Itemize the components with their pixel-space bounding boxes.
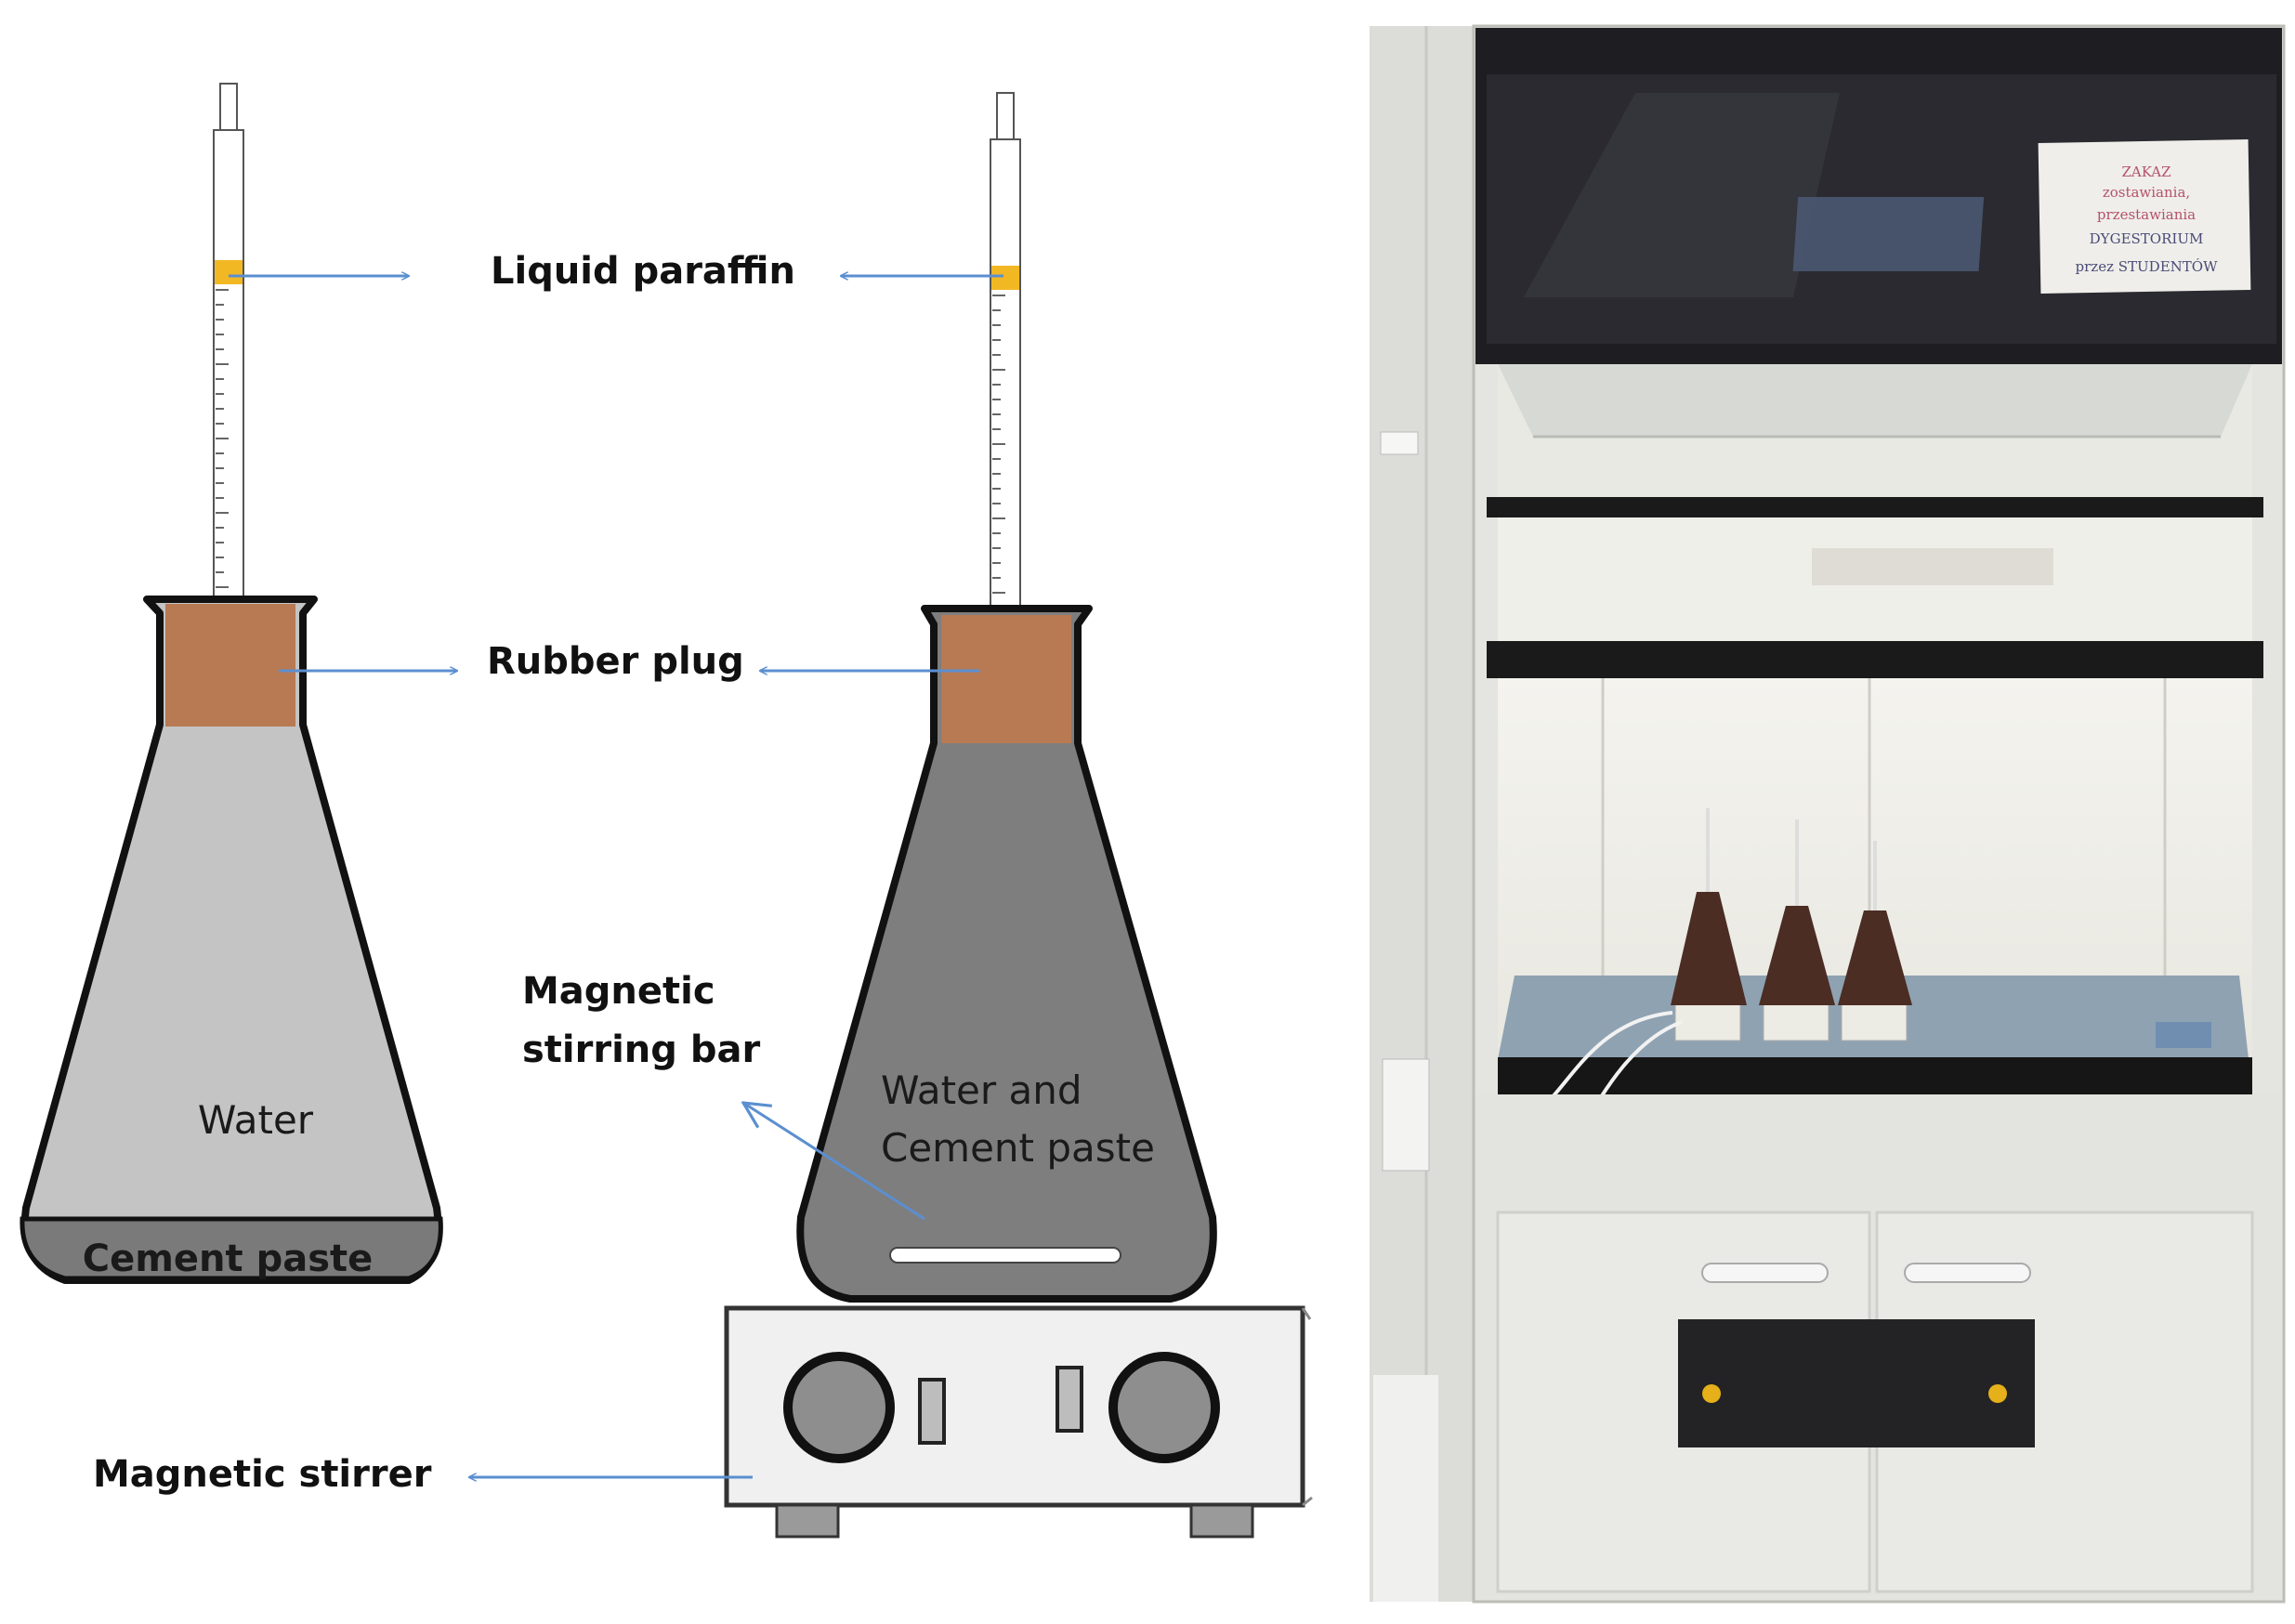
label-rubber-plug: Rubber plug: [487, 640, 744, 683]
mixture-label-line1: Water and: [881, 1067, 1082, 1113]
left-cement-label: Cement paste: [83, 1238, 374, 1280]
photo-flasks: [1671, 808, 1912, 1041]
right-rubber-plug: [941, 615, 1071, 743]
right-flask-assembly: Water and Cement paste: [796, 92, 1217, 1303]
stirrer-right-switch: [1056, 1366, 1083, 1433]
svg-text:zostawiania,: zostawiania,: [2103, 184, 2190, 201]
right-graduated-tube: [990, 92, 1021, 614]
arrow-stirring-bar: [743, 1103, 925, 1221]
label-magnetic-stirring-bar-line1: Magnetic: [522, 970, 715, 1013]
left-rubber-plug: [165, 604, 295, 727]
hood-warning-sign: [2038, 139, 2251, 294]
left-water-label: Water: [198, 1097, 314, 1143]
label-magnetic-stirrer: Magnetic stirrer: [93, 1453, 432, 1496]
right-tube-graduations: [992, 295, 1005, 594]
stirrer-left-switch: [918, 1378, 946, 1445]
left-graduated-tube: [213, 83, 244, 614]
magnetic-stirrer-device: [724, 1305, 1313, 1539]
cabinet-label-left: [1678, 1319, 1864, 1447]
right-paraffin-layer: [991, 266, 1019, 290]
label-liquid-paraffin: Liquid paraffin: [491, 250, 795, 293]
annotation-arrows: [229, 276, 1003, 1477]
label-magnetic-stirring-bar-line2: stirring bar: [522, 1028, 760, 1071]
svg-text:ZAKAZ: ZAKAZ: [2121, 164, 2170, 180]
right-flask-glass: [796, 605, 1217, 1303]
left-paraffin-layer: [215, 260, 243, 284]
stirrer-left-knob-icon: [783, 1352, 895, 1463]
left-cement-layer: [20, 1216, 443, 1281]
left-tube-graduations: [216, 289, 229, 588]
magnetic-stirring-bar: [889, 1247, 1121, 1264]
fume-hood-photo: ZAKAZ zostawiania, przestawiania DYGESTO…: [1370, 24, 2286, 1604]
mixture-label-line2: Cement paste: [881, 1125, 1155, 1171]
left-flask-assembly: Water Cement paste: [20, 83, 443, 1284]
svg-text:przestawiania: przestawiania: [2097, 206, 2196, 223]
stirrer-right-knob-icon: [1108, 1352, 1220, 1463]
svg-text:DYGESTORIUM: DYGESTORIUM: [2090, 230, 2204, 247]
cabinet-label-right: [1858, 1319, 2035, 1447]
svg-text:przez STUDENTÓW: przez STUDENTÓW: [2076, 258, 2219, 275]
